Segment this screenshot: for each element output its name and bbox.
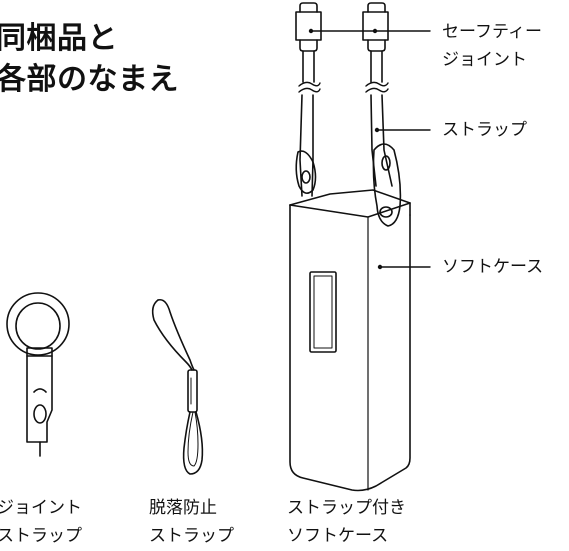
anti-drop-strap-drawing — [151, 298, 204, 475]
callout-strap: ストラップ — [442, 120, 527, 140]
item-joint-strap-line2: ストラップ — [0, 526, 82, 546]
callout-safety-joint-line2: ジョイント — [442, 50, 527, 70]
joint-strap-drawing — [6, 292, 70, 457]
page-title-line1: 同梱品と — [0, 21, 118, 56]
callout-soft-case: ソフトケース — [442, 257, 544, 277]
callout-safety-joint-line1: セーフティー — [442, 22, 542, 42]
safety-joint-right-icon — [362, 2, 389, 52]
page-title-line2: 各部のなまえ — [0, 62, 179, 97]
item-case-with-strap-line2: ソフトケース — [287, 526, 389, 546]
item-case-with-strap-line1: ストラップ付き — [287, 498, 406, 518]
case-with-strap-drawing — [289, 2, 411, 492]
item-anti-drop-strap-line1: 脱落防止 — [149, 498, 217, 518]
item-joint-strap-line1: ジョイント — [0, 498, 82, 518]
item-anti-drop-strap-line2: ストラップ — [149, 526, 234, 546]
safety-joint-left-icon — [295, 2, 322, 52]
